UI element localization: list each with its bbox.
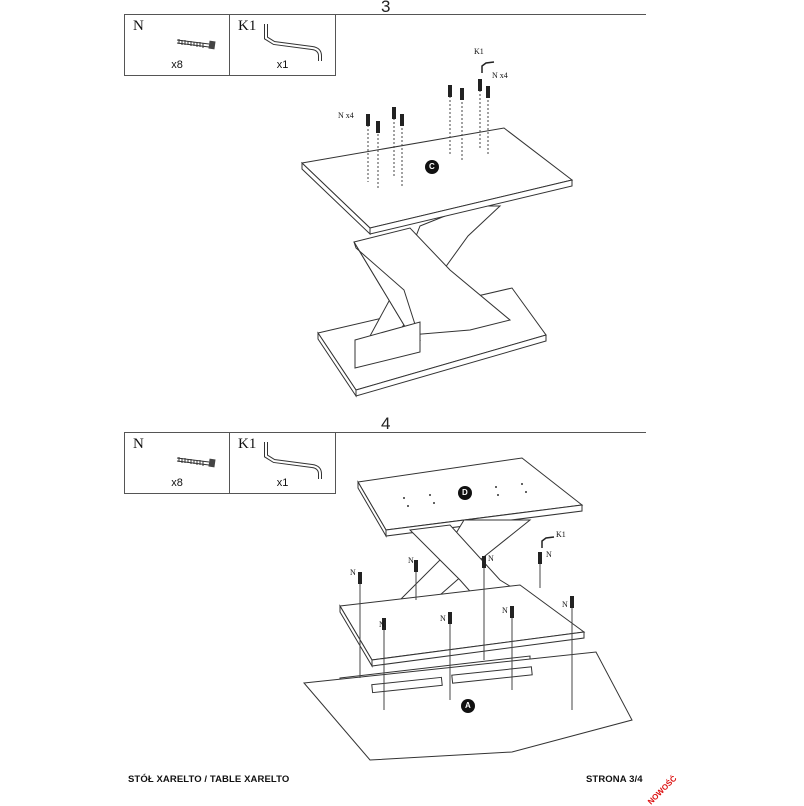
part-code: K1 [238, 18, 257, 34]
part-cell-n: N x8 [125, 14, 230, 75]
part-qty: x8 [171, 59, 183, 71]
screw-icon [176, 457, 216, 468]
part-code: N [133, 18, 144, 34]
new-badge: NOWOŚĆ [646, 773, 679, 806]
allen-key-icon [264, 24, 322, 61]
part-qty: x1 [276, 477, 289, 489]
label-n: N [488, 554, 494, 563]
label-n: N [408, 556, 414, 565]
part-qty: x1 [276, 59, 289, 71]
label-k1: K1 [556, 530, 566, 539]
panel-label-d: D [462, 488, 468, 497]
label-n: N [562, 600, 568, 609]
label-n: N [502, 606, 508, 615]
screw-icon [176, 39, 216, 50]
step-4-number: 4 [381, 414, 391, 433]
panel-marker-d [458, 486, 472, 500]
step-4-diagram [303, 457, 633, 761]
part-qty: x8 [171, 477, 183, 489]
part-code: K1 [238, 436, 257, 452]
step-3-diagram [300, 61, 574, 398]
part-cell-k1: K1 x1 [230, 432, 335, 493]
label-n: N [379, 620, 385, 629]
panel-label-c: C [429, 162, 435, 171]
label-n-x4-left: N x4 [338, 111, 354, 120]
allen-key-icon [264, 442, 322, 479]
step-3-divider [124, 14, 646, 15]
step-4-parts-table: N x8 K1 x1 [124, 432, 336, 494]
part-code: N [133, 436, 144, 452]
label-k1: K1 [474, 47, 484, 56]
document-title: STÓŁ XARELTO / TABLE XARELTO [128, 774, 290, 785]
step-3-parts-table: N x8 K1 x1 [124, 14, 336, 76]
step-3-number: 3 [381, 0, 391, 16]
label-n-x4-right: N x4 [492, 71, 508, 80]
panel-marker-a [461, 699, 475, 713]
page-number: STRONA 3/4 [586, 774, 643, 785]
step-4-divider [124, 432, 646, 433]
label-n: N [546, 550, 552, 559]
part-cell-k1: K1 x1 [230, 14, 335, 75]
panel-marker-c [425, 160, 439, 174]
label-n: N [440, 614, 446, 623]
panel-label-a: A [465, 701, 471, 710]
label-n: N [350, 568, 356, 577]
part-cell-n: N x8 [125, 432, 230, 493]
